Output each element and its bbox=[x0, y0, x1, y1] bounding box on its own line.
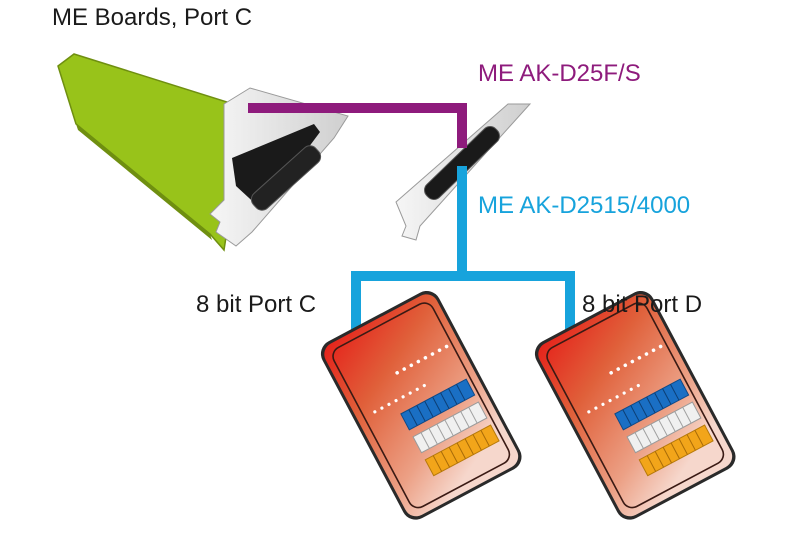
board-dsub-connector bbox=[232, 124, 320, 210]
board-label: ME Boards, Port C bbox=[52, 4, 253, 31]
port-c-label: 8 bit Port C bbox=[196, 291, 317, 318]
board-dsub-shell bbox=[250, 145, 322, 211]
terminal-box-port-d bbox=[534, 290, 736, 520]
pci-card-icon bbox=[57, 53, 349, 252]
cable-dsub-connector bbox=[424, 125, 500, 201]
terminal-box-port-c bbox=[320, 290, 522, 520]
purple-cable-label: ME AK-D25F/S bbox=[478, 60, 641, 87]
blue-cable-label: ME AK-D2515/4000 bbox=[478, 192, 691, 219]
purple-cable bbox=[248, 103, 467, 148]
pcb-edge bbox=[76, 124, 212, 240]
port-d-label: 8 bit Port D bbox=[582, 291, 703, 318]
terminal-block-icon bbox=[320, 290, 736, 520]
